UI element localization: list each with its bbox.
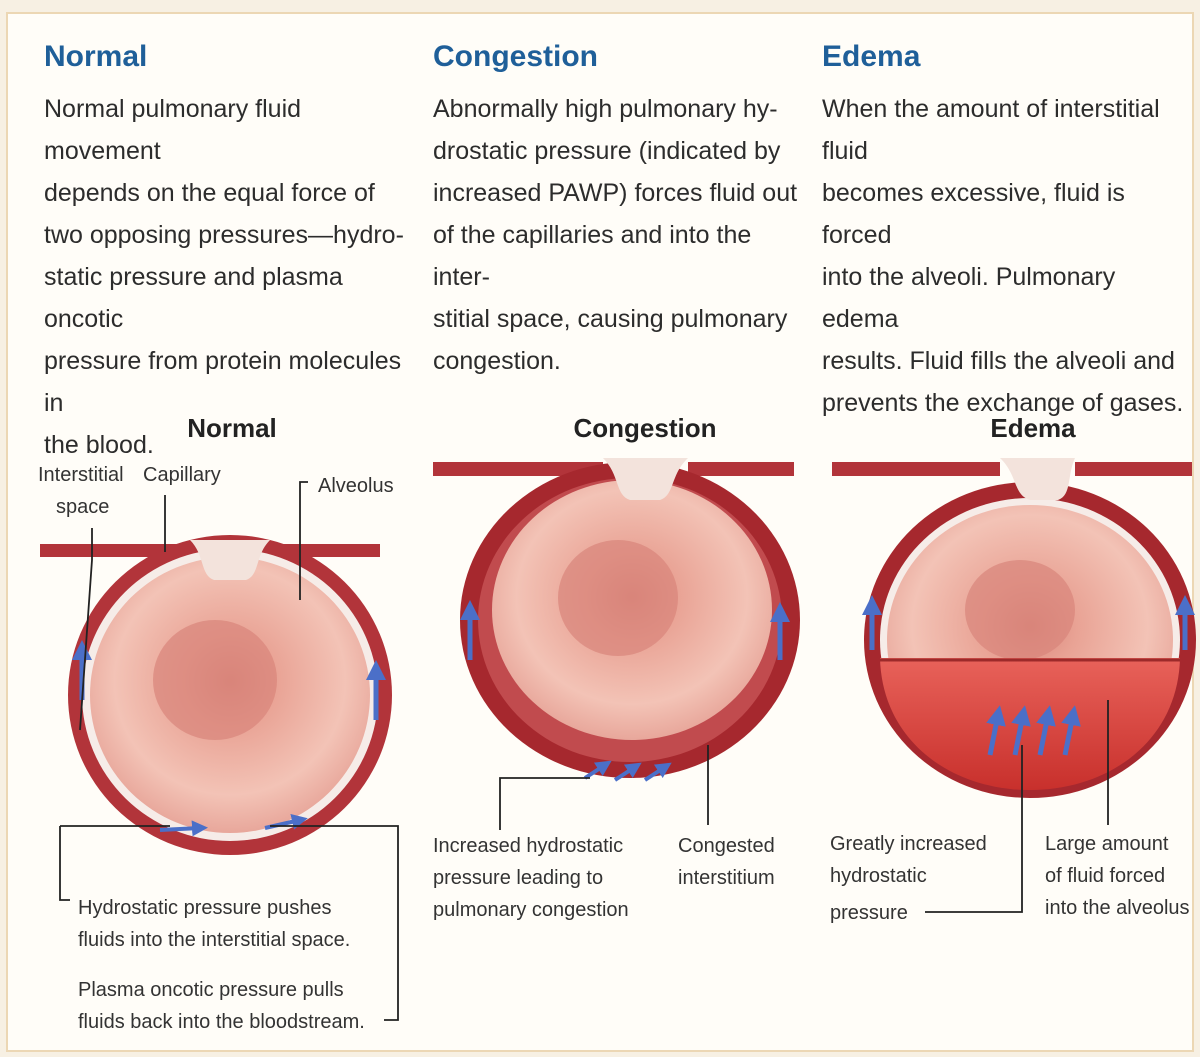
label-interstitial-line2: space [56, 496, 109, 518]
label-hydrostatic-line1: Hydrostatic pressure pushes [78, 897, 331, 919]
diagram-normal: Normal Interstitial space Capillary Alve… [38, 413, 398, 1033]
leader-line-pressure [500, 778, 590, 830]
capillary-wall-right [1075, 462, 1192, 476]
diagram-congestion: Congestion Increased hydrostatic pressur… [433, 413, 800, 921]
label-capillary: Capillary [143, 464, 221, 486]
label-fluid-line2: of fluid forced [1045, 865, 1165, 887]
label-oncotic-line1: Plasma oncotic pressure pulls [78, 979, 344, 1001]
alveolar-fluid [880, 658, 1180, 790]
label-interstitial-line1: Interstitial [38, 464, 124, 486]
alveolus-center [965, 560, 1075, 660]
diagram-title-edema: Edema [990, 413, 1076, 443]
label-hydrostatic-line2: fluids into the interstitial space. [78, 929, 350, 951]
diagram-edema: Edema Greatly increased hydrostatic pres… [830, 413, 1196, 924]
label-pressure-line2: hydrostatic [830, 865, 927, 887]
leader-line-hydrostatic [60, 826, 70, 900]
flow-arrow [160, 828, 200, 830]
alveolus-center [558, 540, 678, 656]
label-interstitium-line2: interstitium [678, 867, 775, 889]
label-pressure-line1: Greatly increased [830, 833, 987, 855]
capillary-wall-left [832, 462, 1000, 476]
label-pressure-line3: pressure [830, 902, 908, 924]
alveolus-center [153, 620, 277, 740]
label-fluid-line1: Large amount [1045, 833, 1169, 855]
label-alveolus: Alveolus [318, 475, 394, 497]
label-interstitium-line1: Congested [678, 835, 775, 857]
label-pressure-line1: Increased hydrostatic [433, 835, 623, 857]
capillary-wall-right [688, 462, 794, 476]
label-pressure-line2: pressure leading to [433, 867, 603, 889]
label-fluid-line3: into the alveolus [1045, 897, 1190, 919]
label-oncotic-line2: fluids back into the bloodstream. [78, 1011, 365, 1033]
diagram-title-normal: Normal [187, 413, 277, 443]
diagram-title-congestion: Congestion [574, 413, 717, 443]
label-pressure-line3: pulmonary congestion [433, 899, 629, 921]
